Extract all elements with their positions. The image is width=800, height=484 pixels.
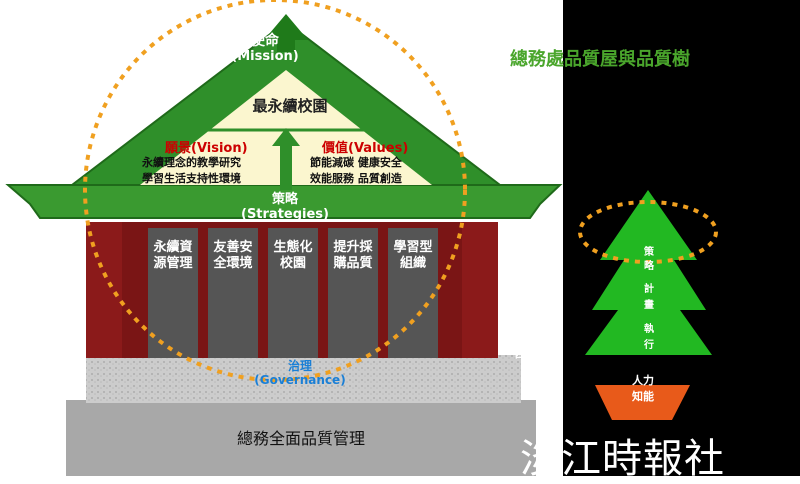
mission-zh: 使命: [251, 33, 279, 49]
governance-en: (Governance): [254, 373, 346, 387]
tree-trunk-line: 知能: [632, 390, 654, 403]
mission-en: (Mission): [231, 49, 299, 64]
governance-label: 治理 (Governance): [235, 359, 365, 387]
tree-crown-char: 行: [644, 340, 654, 351]
pillar-2: [208, 228, 258, 358]
eave-beam: [5, 184, 563, 219]
mission-label: 使命 (Mission): [215, 33, 315, 65]
pillar-label: 永續資源管理: [153, 240, 193, 271]
values-line: 效能服務 品質創造: [310, 172, 402, 185]
governance-zh: 治理: [287, 359, 312, 373]
tree-crown-char: 畫: [644, 300, 654, 311]
mission-arrow: [264, 14, 308, 52]
tree-crown-char: 執: [644, 324, 654, 335]
tree-side-label: 四品管: [515, 350, 545, 361]
page-title: 總務處品質屋與品質樹: [510, 49, 690, 70]
attic-arrow: [272, 128, 300, 190]
tree-side-label: 五管理: [524, 314, 554, 325]
tree-crown-char: 策: [644, 247, 654, 258]
watermark: 淡江時報社: [520, 436, 725, 482]
values-lines: 節能減碳 健康安全 效能服務 品質創造: [310, 155, 402, 187]
strategies-zh: 策略: [271, 192, 298, 207]
foundation-slab: [66, 400, 536, 476]
pillar-3: [268, 228, 318, 358]
pillar-1: [148, 228, 198, 358]
values-line: 節能減碳 健康安全: [310, 156, 402, 169]
vision-heading: 願景(Vision): [165, 141, 248, 156]
pillar-4: [328, 228, 378, 358]
vision-title: 最永續校園: [252, 97, 328, 115]
tree-crown: [585, 190, 712, 355]
tree-circle: [578, 200, 718, 264]
vision-line: 永續理念的教學研究: [142, 156, 241, 169]
foundation-label: 總務全面品質管理: [236, 429, 365, 448]
strategies-label: 策略 (Strategies): [230, 192, 340, 222]
pillar-label: 友善安全環境: [213, 240, 253, 271]
pillar-label: 學習型組織: [393, 240, 433, 271]
tree-side-label: 七業: [535, 276, 555, 287]
tree-trunk: [595, 385, 690, 420]
strategies-en: (Strategies): [241, 207, 329, 222]
tree-trunk-line: 人力: [632, 374, 654, 387]
tree-crown-char: 計: [644, 284, 654, 295]
tree-crown-char: 略: [644, 261, 654, 272]
vision-line: 學習生活支持性環境: [142, 172, 241, 185]
pillar-label: 生態化校園: [273, 240, 313, 271]
values-heading: 價值(Values): [322, 141, 409, 156]
pillar-label: 提升採購品質: [333, 240, 373, 271]
strategy-circle: [83, 0, 467, 382]
attic: [140, 70, 432, 185]
vision-lines: 永續理念的教學研究 學習生活支持性環境: [142, 155, 241, 187]
